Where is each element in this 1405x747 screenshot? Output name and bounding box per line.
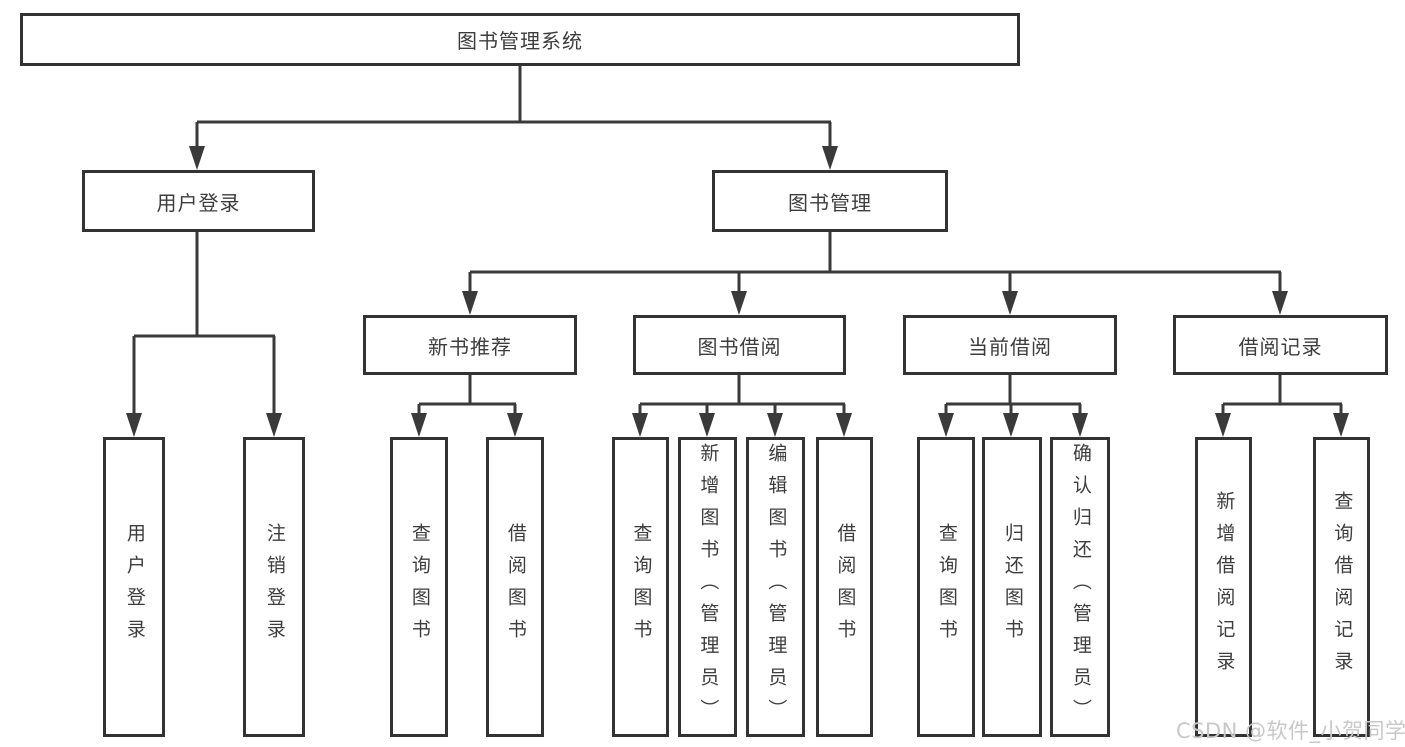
node-current-borrow: 当前借阅 <box>903 315 1117 375</box>
leaf-logout-label: 注销登录 <box>263 523 286 651</box>
node-book-management-label: 图书管理 <box>788 190 872 215</box>
node-root-system: 图书管理系统 <box>20 13 1020 66</box>
connector-book-borrow-to-leaves <box>632 373 852 437</box>
leaf-query-books-recommend-label: 查询图书 <box>408 523 431 651</box>
node-new-book-recommend: 新书推荐 <box>363 315 577 375</box>
leaf-borrow-books-recommend-label: 借阅图书 <box>504 523 527 651</box>
leaf-add-borrow-record: 新增借阅记录 <box>1195 437 1252 737</box>
connector-current-borrow-to-leaves <box>938 373 1088 437</box>
node-user-login-label: 用户登录 <box>156 190 241 215</box>
leaf-borrow-books-borrow: 借阅图书 <box>816 437 873 737</box>
node-current-borrow-label: 当前借阅 <box>968 334 1052 359</box>
leaf-query-books-current: 查询图书 <box>917 437 975 737</box>
leaf-borrow-books-recommend: 借阅图书 <box>486 437 544 737</box>
leaf-add-book-admin: 新增图书（管理员） <box>678 437 737 737</box>
leaf-logout: 注销登录 <box>243 437 305 737</box>
node-new-book-recommend-label: 新书推荐 <box>428 334 512 359</box>
leaf-query-books-recommend: 查询图书 <box>390 437 448 737</box>
leaf-edit-book-admin: 编辑图书（管理员） <box>746 437 805 737</box>
connector-root-to-level2 <box>189 64 838 170</box>
connector-user-login-to-leaves <box>126 231 282 437</box>
leaf-add-book-admin-label: 新增图书（管理员） <box>697 443 720 731</box>
leaf-query-books-current-label: 查询图书 <box>935 523 958 651</box>
leaf-edit-book-admin-label: 编辑图书（管理员） <box>765 443 788 731</box>
node-book-borrow: 图书借阅 <box>633 315 846 375</box>
leaf-query-books-borrow-label: 查询图书 <box>630 523 653 651</box>
leaf-confirm-return-admin: 确认归还（管理员） <box>1050 437 1110 737</box>
leaf-user-login: 用户登录 <box>103 437 165 737</box>
leaf-query-books-borrow: 查询图书 <box>612 437 669 737</box>
csdn-watermark: CSDN @软件_小贺同学 <box>1176 719 1405 743</box>
leaf-query-borrow-record-label: 查询借阅记录 <box>1331 491 1354 683</box>
node-borrow-records-label: 借阅记录 <box>1238 334 1323 359</box>
leaf-query-borrow-record: 查询借阅记录 <box>1313 437 1370 737</box>
node-user-login: 用户登录 <box>82 170 315 232</box>
connector-book-management-to-level3 <box>462 231 1288 315</box>
leaf-return-book-label: 归还图书 <box>1001 523 1024 651</box>
leaf-user-login-label: 用户登录 <box>123 523 146 651</box>
leaf-borrow-books-borrow-label: 借阅图书 <box>834 523 857 651</box>
leaf-add-borrow-record-label: 新增借阅记录 <box>1213 491 1236 683</box>
leaf-return-book: 归还图书 <box>982 437 1042 737</box>
connector-borrow-records-to-leaves <box>1215 373 1349 437</box>
connector-new-book-recommend-to-leaves <box>411 373 523 437</box>
node-borrow-records: 借阅记录 <box>1173 315 1388 375</box>
leaf-confirm-return-admin-label: 确认归还（管理员） <box>1069 443 1092 731</box>
node-book-management: 图书管理 <box>712 170 948 232</box>
node-root-system-label: 图书管理系统 <box>457 29 583 53</box>
node-book-borrow-label: 图书借阅 <box>697 334 782 359</box>
